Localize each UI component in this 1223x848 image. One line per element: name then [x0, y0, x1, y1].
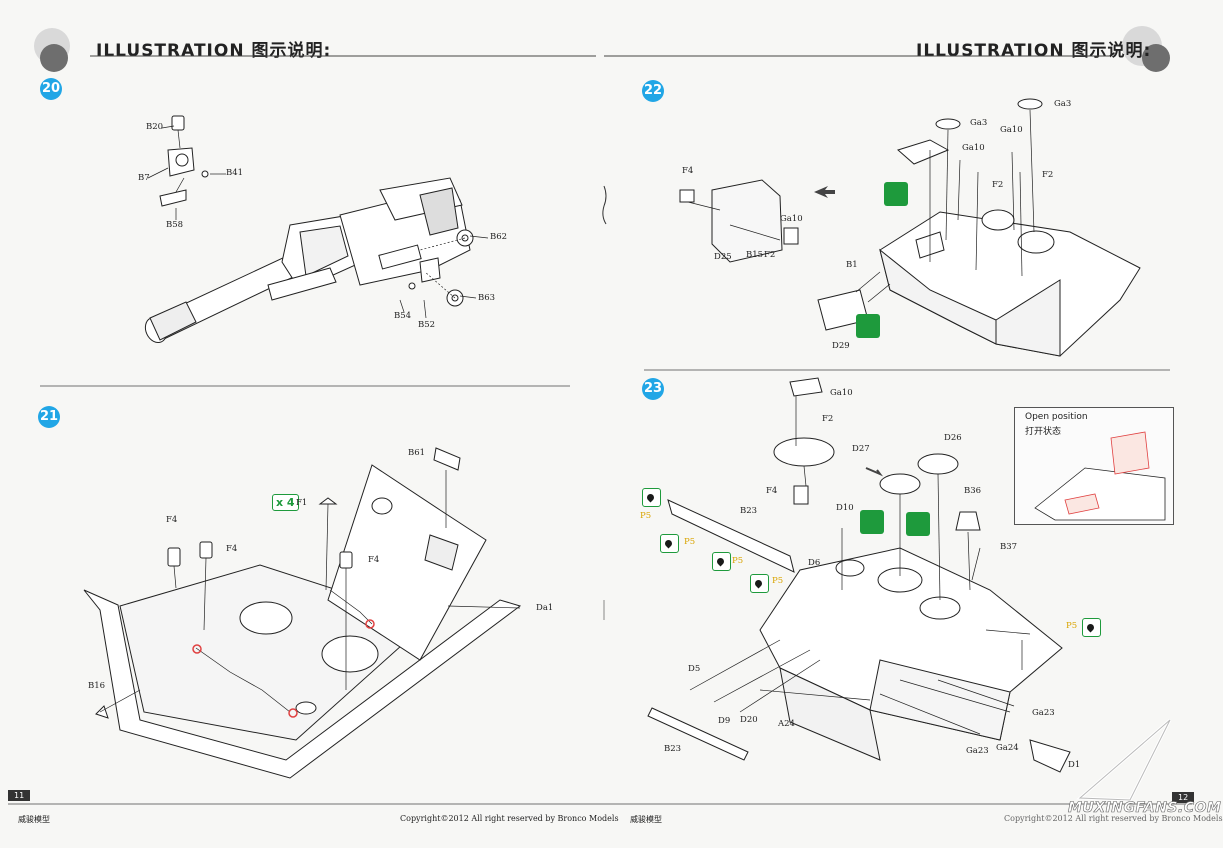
- copyright-right: Copyright©2012 All right reserved by Bro…: [1004, 814, 1223, 823]
- header-circle-left-dark: [40, 44, 68, 72]
- paint-icon-23e: [1082, 618, 1101, 637]
- label-d10: D10: [836, 503, 854, 513]
- inset-drawing: [1034, 431, 1166, 521]
- cement-icon-23b: [906, 512, 930, 536]
- open-position-inset: Open position 打开状态: [1014, 407, 1174, 525]
- label-d6: D6: [808, 558, 821, 568]
- label-ga10-c: Ga10: [780, 214, 803, 224]
- label-f2-c: F2: [764, 250, 776, 260]
- label-ga10-b: Ga10: [962, 143, 985, 153]
- label-b16: B16: [88, 681, 106, 691]
- label-ga23-a: Ga23: [1032, 708, 1055, 718]
- label-b54: B54: [394, 311, 412, 321]
- label-b62: B62: [490, 232, 508, 242]
- label-f4-a: F4: [166, 515, 178, 525]
- cement-icon-23a: [860, 510, 884, 534]
- label-b36: B36: [964, 486, 982, 496]
- label-p5-d: P5: [772, 576, 784, 586]
- label-d5: D5: [688, 664, 701, 674]
- step-23-badge: 23: [642, 378, 664, 400]
- brand-left: 威骏模型: [18, 815, 50, 824]
- label-p5-c: P5: [732, 556, 744, 566]
- step-22-badge: 22: [642, 80, 664, 102]
- label-d27: D27: [852, 444, 870, 454]
- label-b41: B41: [226, 168, 244, 178]
- copyright-left: Copyright©2012 All right reserved by Bro…: [400, 814, 619, 823]
- brand-right: 威骏模型: [630, 815, 662, 824]
- label-f2: F2: [822, 414, 834, 424]
- label-ga3-b: Ga3: [1054, 99, 1072, 109]
- label-b15: B15: [746, 250, 764, 260]
- cement-icon-22a: [884, 182, 908, 206]
- label-f4-b: F4: [226, 544, 238, 554]
- label-f2-b: F2: [1042, 170, 1054, 180]
- label-b23-b: B23: [664, 744, 682, 754]
- label-ga10: Ga10: [830, 388, 853, 398]
- label-f1: F1: [296, 498, 308, 508]
- label-d26: D26: [944, 433, 962, 443]
- label-d1: D1: [1068, 760, 1081, 770]
- label-p5-a: P5: [640, 511, 652, 521]
- page-number-left: 11: [8, 790, 31, 801]
- label-ga23-b: Ga23: [966, 746, 989, 756]
- label-d25: D25: [714, 252, 732, 262]
- paint-icon-23a: [642, 488, 661, 507]
- label-b58: B58: [166, 220, 184, 230]
- label-f4-c: F4: [368, 555, 380, 565]
- label-p5-b: P5: [684, 537, 696, 547]
- label-b20: B20: [146, 122, 164, 132]
- label-b1: B1: [846, 260, 858, 270]
- label-b52: B52: [418, 320, 436, 330]
- label-ga24: Ga24: [996, 743, 1019, 753]
- label-b7: B7: [138, 173, 150, 183]
- label-ga3-a: Ga3: [970, 118, 988, 128]
- label-ga10-a: Ga10: [1000, 125, 1023, 135]
- step-21-badge: 21: [38, 406, 60, 428]
- paint-icon-23d: [750, 574, 769, 593]
- label-b23-a: B23: [740, 506, 758, 516]
- label-p5-e: P5: [1066, 621, 1078, 631]
- label-b63: B63: [478, 293, 496, 303]
- label-da1: Da1: [536, 603, 554, 613]
- cement-icon-22b: [856, 314, 880, 338]
- inset-title-cn: 打开状态: [1025, 427, 1062, 437]
- paint-icon-23c: [712, 552, 731, 571]
- label-d29: D29: [832, 341, 850, 351]
- page-number-right: 12: [1172, 792, 1195, 803]
- paint-icon-23b: [660, 534, 679, 553]
- watermark-text: MUXINGFANS.COM: [1068, 800, 1222, 817]
- header-circle-right-dark: [1142, 44, 1170, 72]
- quantity-x4-badge: x 4: [272, 494, 299, 511]
- step-20-badge: 20: [40, 78, 62, 100]
- label-f2-a: F2: [992, 180, 1004, 190]
- label-d9: D9: [718, 716, 731, 726]
- label-f4: F4: [682, 166, 694, 176]
- label-f4: F4: [766, 486, 778, 496]
- label-a24: A24: [778, 719, 795, 729]
- label-d20: D20: [740, 715, 758, 725]
- label-b61: B61: [408, 448, 426, 458]
- label-b37: B37: [1000, 542, 1018, 552]
- inset-title-en: Open position: [1025, 412, 1088, 422]
